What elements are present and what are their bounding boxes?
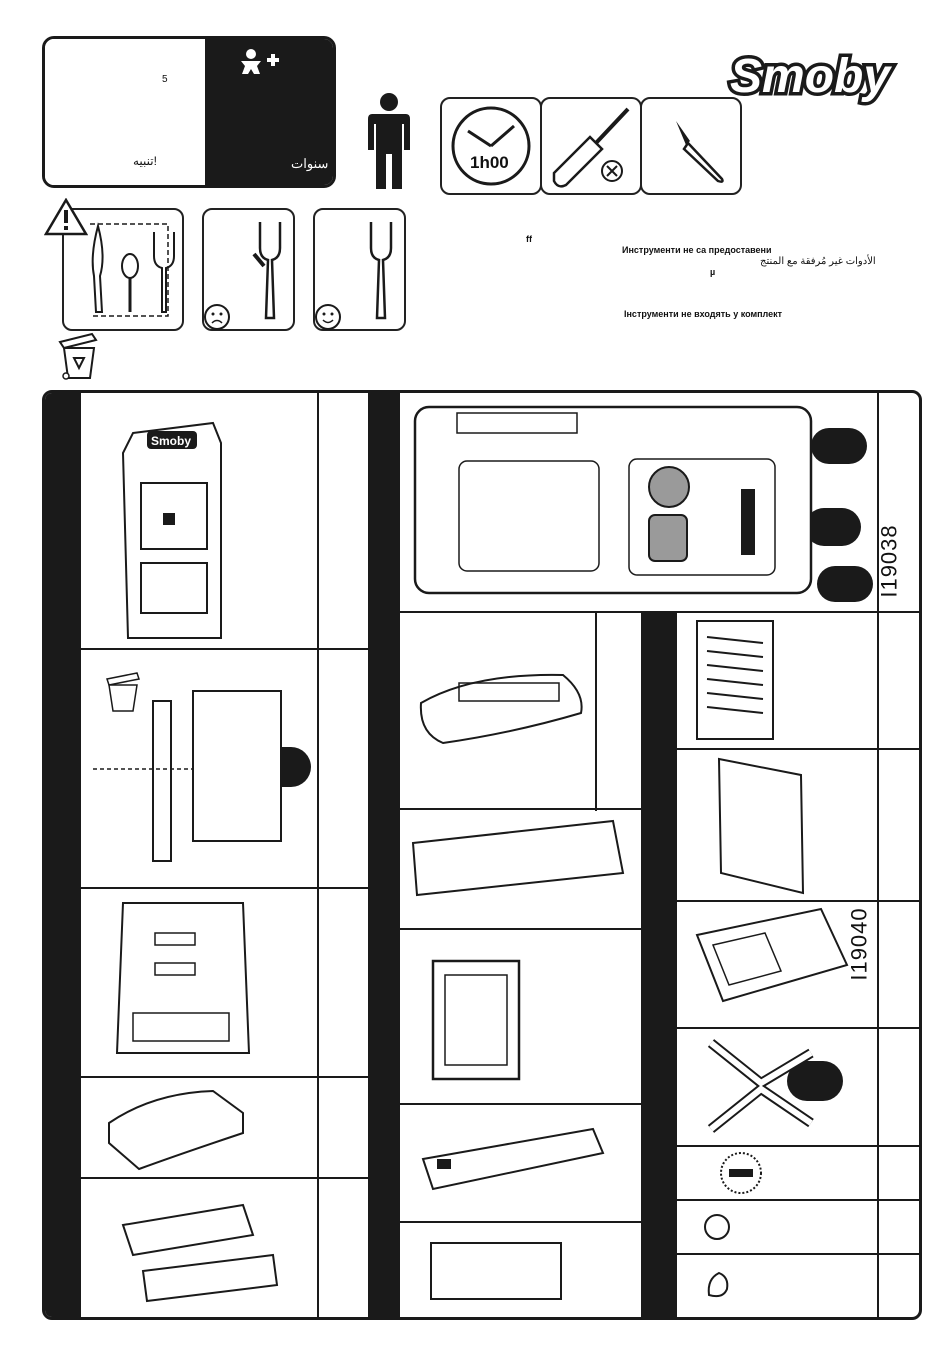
tools-notice-ar: الأدوات غير مُرفقة مع المنتج (760, 256, 876, 267)
dial-part (697, 1151, 787, 1195)
knife-box (640, 97, 742, 195)
grille-part (691, 617, 781, 743)
tools-notice-ff: ff (526, 234, 532, 244)
warning-text-panel: 5 تنبيه! (45, 39, 205, 185)
smoby-logo: Smoby (724, 36, 920, 110)
drawer-part (93, 1185, 317, 1315)
side-door-part (709, 755, 819, 895)
warning-icon (44, 198, 88, 236)
fork-bad-box (202, 208, 295, 331)
child-plus-icon (239, 47, 283, 75)
clock-icon (448, 103, 534, 189)
side-panel-part (93, 661, 317, 881)
parts-frame: I19038 I19040 Smoby (42, 390, 922, 1320)
step-band-right (641, 611, 677, 1320)
hook-part (697, 1259, 747, 1309)
base-part (421, 1229, 621, 1313)
knob-part (697, 1205, 747, 1249)
fork-good-box (313, 208, 406, 331)
callout-pill (811, 428, 867, 464)
hood-part (413, 633, 593, 783)
happy-face-icon (313, 302, 343, 332)
screwdriver-icon (546, 101, 638, 191)
sink-part (691, 905, 851, 1025)
step-band-left (45, 393, 81, 1320)
svg-text:Smoby: Smoby (151, 434, 191, 448)
warning-title: تنبيه! (133, 154, 157, 168)
svg-text:Smoby: Smoby (730, 50, 892, 103)
burner-grate-part (691, 1033, 831, 1141)
callout-pill (805, 508, 861, 546)
front-panel-part: Smoby (93, 413, 317, 645)
assembly-time: 1h00 (470, 153, 509, 173)
warning-age-panel: سنوات (205, 39, 333, 185)
back-frame-part (93, 893, 317, 1073)
front-strip-part (407, 813, 641, 923)
tools-notice-mu: µ (710, 267, 715, 277)
tools-notice-bg: Инструменти не са предоставени (622, 245, 772, 255)
warning-small-text: 5 (162, 74, 168, 85)
sad-face-icon (202, 302, 232, 332)
age-warning-box: 5 تنبيه! سنوات (42, 36, 336, 188)
part-code-top: I19038 (877, 524, 903, 597)
callout-pill (817, 566, 873, 602)
age-text: سنوات (291, 156, 328, 172)
recycle-bin-icon (56, 330, 102, 382)
top-cap-part (93, 1083, 317, 1173)
control-panel-part (413, 1109, 613, 1219)
tools-notice-uk: Інструменти не входять у комплект (624, 309, 782, 319)
countertop-part (413, 403, 813, 603)
assembly-time-box: 1h00 (440, 97, 542, 195)
step-band-mid (368, 393, 400, 1320)
person-icon (366, 92, 412, 190)
screwdriver-box (540, 97, 642, 195)
knife-icon (648, 103, 736, 189)
oven-door-part (421, 941, 621, 1091)
